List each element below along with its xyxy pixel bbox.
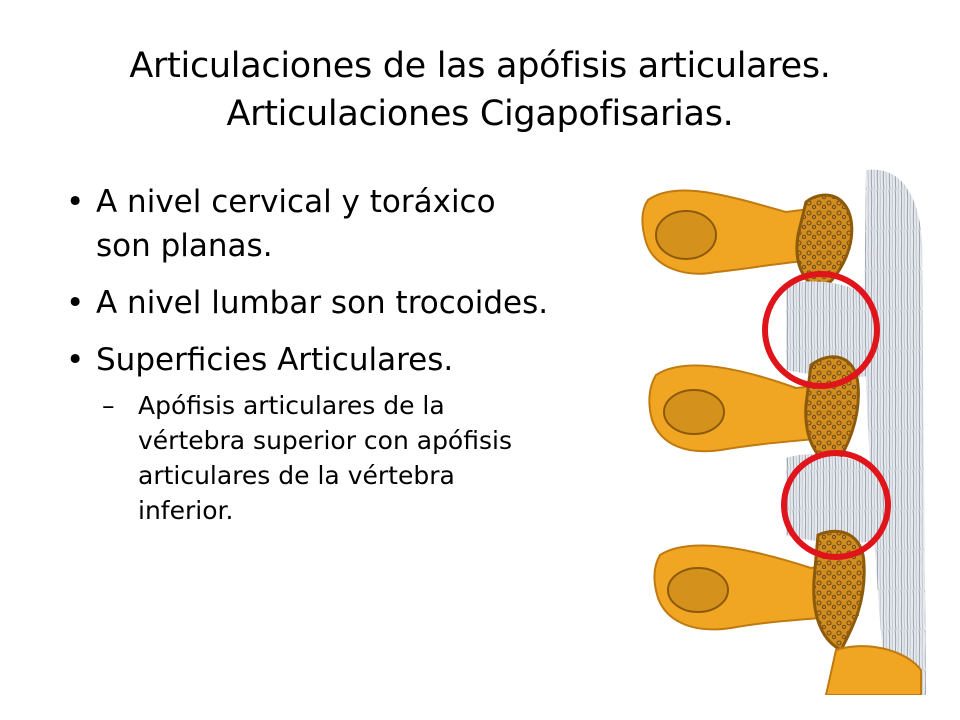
bullet-list: • A nivel cervical y toráxico son planas… <box>60 180 550 541</box>
lower-joint-capsule <box>786 454 881 543</box>
slide-title: Articulaciones de las apófisis articular… <box>60 42 900 138</box>
bullet-marker: • <box>66 342 85 378</box>
bottom-bone-fragment <box>824 645 922 695</box>
highlight-circle-lower-joint <box>781 450 891 560</box>
bullet-text: Superficies Articulares. <box>96 342 454 378</box>
sub-bullet-list: – Apófisis articulares de la vértebra su… <box>96 388 550 528</box>
bullet-item-3: • Superficies Articulares. – Apófisis ar… <box>60 338 550 528</box>
bullet-item-1: • A nivel cervical y toráxico son planas… <box>60 180 550 268</box>
bullet-text: A nivel lumbar son trocoides. <box>96 285 549 321</box>
upper-joint-capsule <box>786 281 876 378</box>
bullet-marker: • <box>66 184 85 220</box>
upper-articular-process <box>795 193 854 292</box>
upper-vertebra-process <box>641 189 842 275</box>
sub-bullet-item-1: – Apófisis articulares de la vértebra su… <box>96 388 538 528</box>
sub-bullet-marker: – <box>102 391 115 420</box>
title-line-2: Articulaciones Cigapofisarias. <box>226 94 734 134</box>
bullet-item-2: • A nivel lumbar son trocoides. <box>60 281 550 325</box>
vertebrae-illustration <box>641 169 926 695</box>
middle-vertebra-process <box>648 364 858 453</box>
bullet-text: A nivel cervical y toráxico son planas. <box>96 184 496 264</box>
title-line-1: Articulaciones de las apófisis articular… <box>129 46 831 86</box>
lower-vertebra-process <box>653 544 863 631</box>
bullet-marker: • <box>66 285 85 321</box>
ligament-tissue <box>864 169 926 695</box>
sub-bullet-text: Apófisis articulares de la vértebra supe… <box>138 391 512 525</box>
highlight-circle-upper-joint <box>762 271 880 389</box>
lower-articular-process <box>812 529 866 653</box>
